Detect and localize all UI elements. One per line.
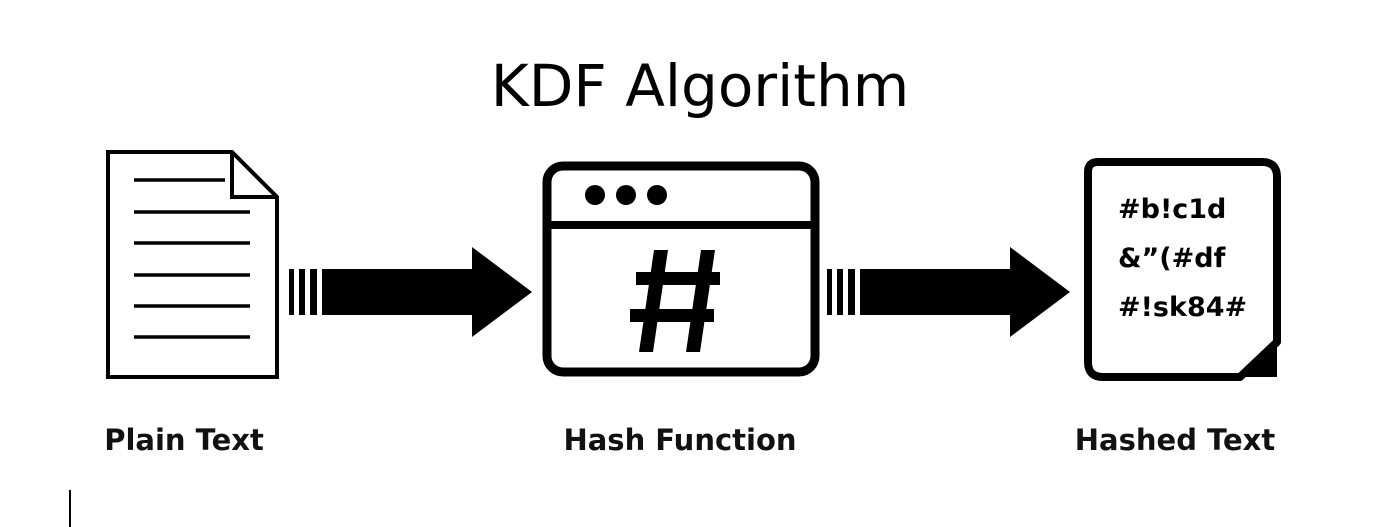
hashed-line: &”(#df bbox=[1118, 243, 1226, 274]
hashed-text-label: Hashed Text bbox=[1074, 423, 1276, 457]
hash-function-label: Hash Function bbox=[563, 423, 797, 457]
arrow-right-icon bbox=[827, 247, 1070, 337]
diagram-title: KDF Algorithm bbox=[490, 52, 910, 120]
text-cursor bbox=[69, 490, 71, 527]
arrow-right-icon bbox=[289, 247, 532, 337]
hash-window-icon bbox=[542, 161, 820, 377]
hashed-line: #!sk84# bbox=[1118, 292, 1247, 323]
hashed-line: #b!c1d bbox=[1118, 194, 1226, 225]
hashed-document-icon: #b!c1d &”(#df #!sk84# bbox=[1084, 158, 1281, 381]
hash-symbol-icon bbox=[630, 250, 720, 352]
plain-text-label: Plain Text bbox=[104, 423, 264, 457]
document-icon bbox=[106, 150, 279, 379]
